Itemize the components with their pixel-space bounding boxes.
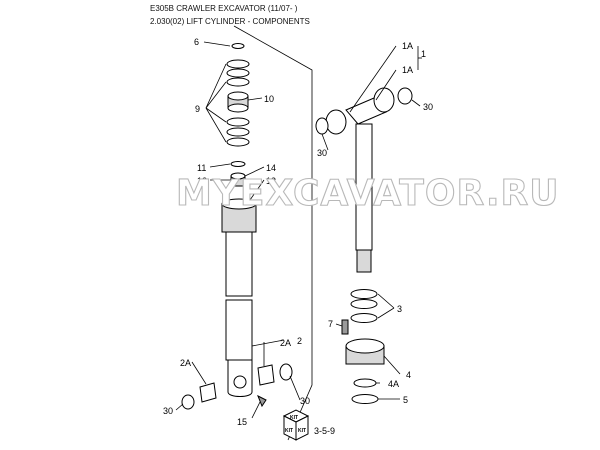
kit-box: KIT KIT KIT 3-5-9 — [282, 409, 335, 441]
seal-ring — [226, 77, 250, 87]
callout-2a-right: 2A — [280, 338, 291, 348]
callout-15: 15 — [237, 417, 247, 427]
seal-ring — [226, 59, 250, 69]
kit-label-left: KIT — [285, 428, 293, 434]
rod-thread — [356, 249, 372, 273]
seal-30-left — [181, 394, 195, 410]
seal-ring — [226, 127, 250, 137]
kit-label-right: KIT — [298, 428, 306, 434]
part-4a-ring — [353, 378, 377, 388]
callout-7: 7 — [328, 319, 333, 329]
callout-14: 14 — [266, 163, 276, 173]
gland-bottom — [227, 103, 249, 113]
callout-30-rod-left: 30 — [317, 148, 327, 158]
callout-12: 12 — [197, 176, 207, 186]
callouts: 6 9 10 11 12 14 13 2 2A 2A 30 30 15 1 1A… — [163, 37, 433, 427]
part-7-screw — [341, 319, 349, 335]
kit-reference: 3-5-9 — [314, 426, 335, 436]
eye-bore — [233, 375, 247, 389]
callout-1: 1 — [421, 49, 426, 59]
watermark: MYEXCAVATOR.RU — [176, 173, 559, 214]
piston-top — [345, 338, 385, 354]
seal-30-right — [279, 363, 293, 381]
seal-ring — [226, 137, 250, 147]
seal-stack — [226, 43, 250, 187]
callout-30-bottom-left: 30 — [163, 406, 173, 416]
bushing-1a-left — [325, 109, 347, 135]
bushing-2a-right — [257, 364, 275, 386]
rod-end-bushings — [181, 363, 293, 410]
tube-upper — [225, 231, 253, 297]
seal-ring — [226, 117, 250, 127]
seal-30-rod-right — [397, 87, 413, 105]
callout-1a-bottom: 1A — [402, 65, 413, 75]
callout-6: 6 — [194, 37, 199, 47]
callout-11: 11 — [197, 163, 206, 173]
callout-9: 9 — [195, 104, 200, 114]
callout-1a-top: 1A — [402, 41, 413, 51]
part-11-oring — [230, 161, 246, 167]
bushing-2a-left — [199, 382, 217, 403]
part-6-oring — [231, 43, 245, 49]
cylinder-tube — [221, 198, 257, 397]
part-15-grease-nipple — [257, 394, 267, 408]
callout-4: 4 — [406, 370, 411, 380]
leader-lines — [175, 41, 422, 419]
seal-3 — [350, 299, 378, 309]
seal-30-rod-left — [315, 117, 329, 135]
callout-30-rod-right: 30 — [423, 102, 433, 112]
piston-top — [221, 198, 257, 210]
diagram-subtitle: 2.030(02) LIFT CYLINDER - COMPONENTS — [150, 17, 310, 26]
seal-ring — [226, 68, 250, 78]
callout-10: 10 — [264, 94, 274, 104]
callout-4a: 4A — [388, 379, 399, 389]
gland-top — [227, 91, 249, 101]
kit-box-right — [295, 415, 309, 441]
seal-3 — [350, 289, 378, 299]
piston-seals — [341, 289, 385, 404]
callout-13: 13 — [266, 176, 276, 186]
callout-5: 5 — [403, 395, 408, 405]
tube-lower — [225, 299, 253, 361]
bushing-1a-right — [373, 87, 395, 113]
kit-label-top: KIT — [290, 415, 298, 421]
callout-30-bottom-right: 30 — [300, 396, 310, 406]
rod-shaft — [355, 123, 373, 251]
callout-3: 3 — [397, 304, 402, 314]
part-5-nut — [351, 394, 379, 404]
callout-2a-left: 2A — [180, 358, 191, 368]
callout-2: 2 — [297, 336, 302, 346]
diagram-title: E305B CRAWLER EXCAVATOR (11/07- ) — [150, 4, 298, 13]
seal-3 — [350, 313, 378, 323]
